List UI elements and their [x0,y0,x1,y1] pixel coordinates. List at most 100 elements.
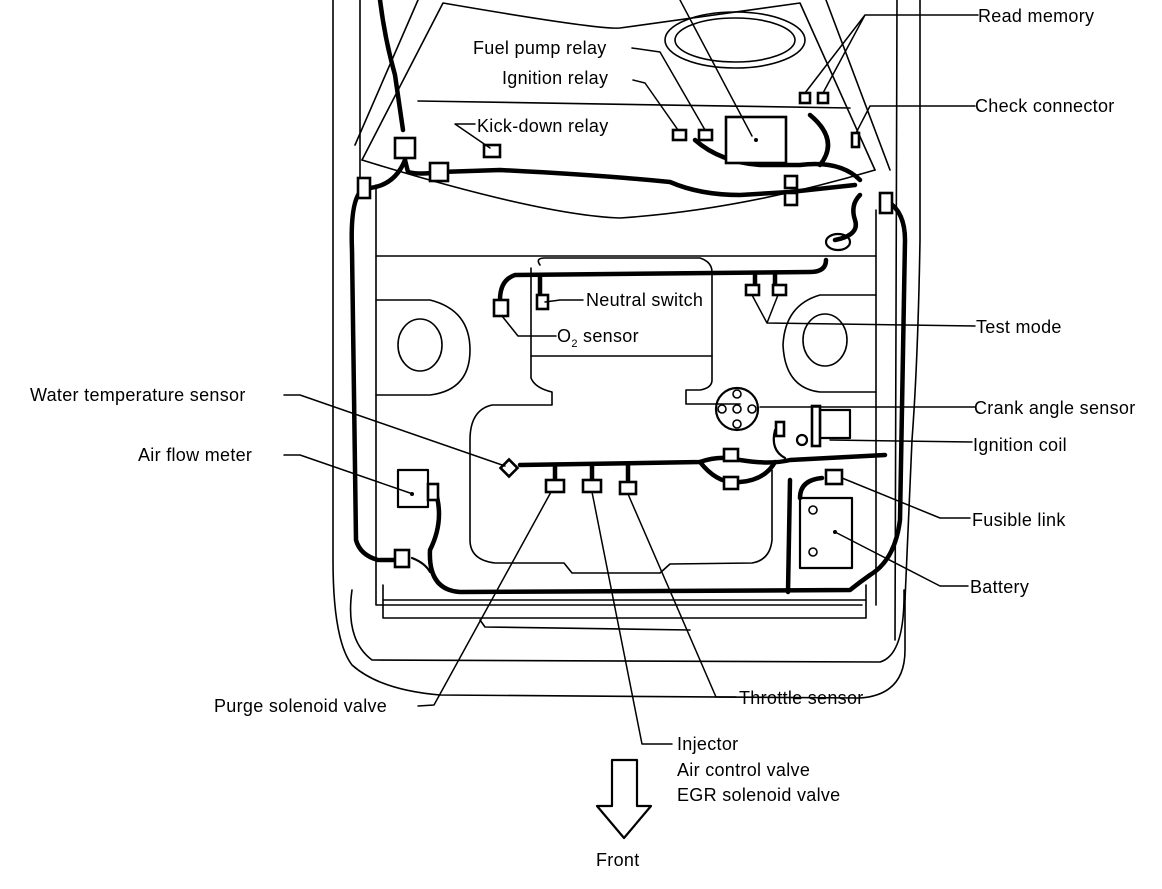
leader-check-connector [855,105,976,134]
leader-fusible-link [841,477,971,519]
leader-o2-sensor [501,315,557,337]
left-strut-mount [397,318,443,372]
leader-lines [283,0,979,745]
leader-neutral-switch [544,299,584,303]
engine-bay-left-wall [375,184,863,606]
label-water-temperature-sensor: Water temperature sensor [30,385,246,405]
test-mode-connector-a[interactable] [744,283,761,297]
brake-booster-inner [674,17,796,63]
harness-cowl-main [402,157,858,198]
label-ignition-relay: Ignition relay [502,68,608,88]
grille-line [479,619,691,631]
left-strut-tower [375,299,471,396]
label-battery: Battery [970,577,1029,597]
harness-injector-branches [552,462,631,483]
harness-engine-main [517,452,888,468]
right-strut-tower [782,294,877,393]
o2-sensor-connector[interactable] [492,298,510,318]
battery[interactable] [798,496,854,570]
label-fusible-link: Fusible link [972,510,1066,530]
engine-loop-connector-b [722,475,740,491]
cowl-panel [361,2,876,171]
harness-ecu-branch [807,112,831,168]
crank-sensor-connector [774,420,786,438]
lower-left-connector [393,548,411,569]
fuel-pump-relay-connector[interactable] [697,128,714,142]
label-air-control-valve: Air control valve [677,760,810,780]
leader-air-flow-meter [283,454,411,494]
cowl-connector-a [783,174,799,190]
label-o2-subscript: 2 [571,338,577,350]
harness-fusible-branch [797,475,825,501]
brake-booster [664,11,806,69]
right-fender-outer [904,0,921,601]
label-throttle-sensor: Throttle sensor [739,688,864,708]
purge-solenoid-connector[interactable] [544,478,566,494]
leader-kick-down-relay [454,123,491,149]
radiator-support [382,584,867,619]
check-connector[interactable] [850,131,861,149]
bumper-inner [349,589,905,663]
label-o2-rest: sensor [578,326,639,346]
leader-purge-solenoid-valve [417,491,552,707]
leader-injector [591,491,673,745]
air-flow-meter[interactable] [396,468,440,509]
labels: Read memory Fuel pump relay Ignition rel… [30,6,1136,870]
label-read-memory: Read memory [978,6,1094,26]
leader-throttle-sensor [627,493,737,698]
control-unit-dot [754,138,758,142]
right-side-connector [878,191,894,215]
harness-left-upper [377,0,406,133]
label-air-flow-meter: Air flow meter [138,445,252,465]
harness-crank-branch [772,428,787,460]
label-neutral-switch: Neutral switch [586,290,703,310]
water-temperature-sensor[interactable] [498,457,520,479]
test-mode-connector-b[interactable] [771,283,788,297]
harness-battery-vertical [785,477,793,595]
wiring-harness [349,0,908,595]
read-memory-connector-a[interactable] [798,91,812,105]
vehicle-body-outline [332,0,921,699]
label-o2-main: O [557,326,571,346]
crank-angle-sensor[interactable] [714,386,760,432]
read-memory-connector-b[interactable] [816,91,830,105]
harness-test-mode-branch [752,272,778,288]
leader-ignition-relay [632,79,679,131]
harness-left-branch [367,157,408,191]
harness-engine-top [497,257,829,303]
label-injector: Injector [677,734,738,754]
label-crank-angle-sensor: Crank angle sensor [974,398,1136,418]
engine-loop-connector-a [722,447,740,463]
leader-battery [834,531,969,587]
right-strut-mount [802,313,848,367]
inline-connector [428,161,450,183]
fusible-link[interactable] [824,468,844,486]
ignition-coil[interactable] [795,404,852,448]
label-test-mode: Test mode [976,317,1062,337]
leader-ignition-coil [829,439,973,443]
kick-down-relay-connector[interactable] [482,143,502,159]
harness-right-side [867,197,908,578]
leader-read-memory [804,14,979,94]
label-fuel-pump-relay: Fuel pump relay [473,38,607,58]
label-egr-solenoid-valve: EGR solenoid valve [677,785,840,805]
leader-water-temperature-sensor [283,394,506,467]
cowl-left-edge [354,0,419,146]
ground-loop [824,232,852,252]
label-ignition-coil: Ignition coil [973,435,1067,455]
left-fender-outer [332,0,906,699]
components [356,91,894,570]
cowl-connector-b [783,191,799,207]
harness-left-side [349,187,381,563]
arrow-down-icon [595,758,653,840]
leader-fuel-pump-relay [631,47,706,131]
label-purge-solenoid-valve: Purge solenoid valve [214,696,387,716]
cowl-crossline [417,100,851,109]
injector-connector[interactable] [581,478,603,494]
throttle-sensor-connector[interactable] [618,480,638,496]
ignition-relay-connector[interactable] [671,128,688,142]
harness-engine-loop [697,459,778,485]
label-check-connector: Check connector [975,96,1115,116]
harness-relay-loop [692,137,863,183]
